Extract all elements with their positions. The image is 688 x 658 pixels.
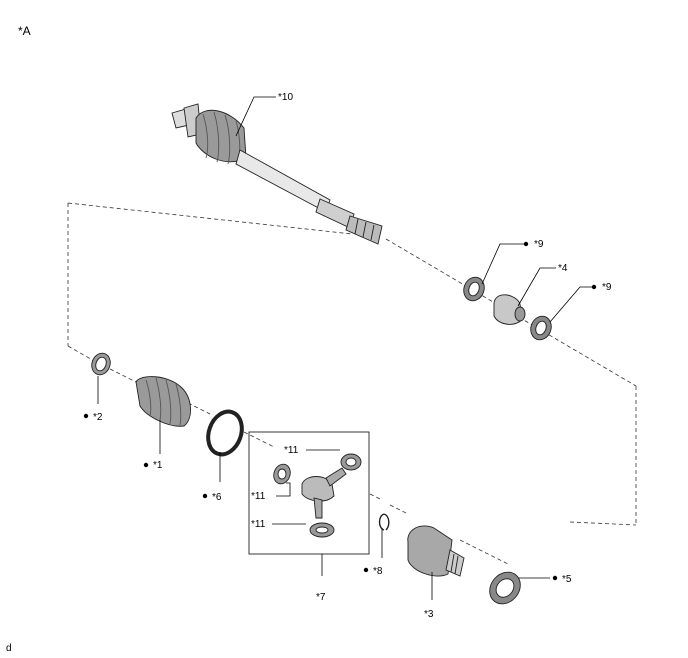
callouts: *10 *9 *4 *9 *2 *1 *6 *11 *11 *11 *7 *8 … [83,92,612,620]
view-label: *A [18,24,31,38]
assembly-outline [67,202,637,566]
callout-9-lower: *9 [602,282,612,293]
inboard-joint-tulip [407,525,465,577]
oil-seal [489,571,521,605]
damper-clamp-1 [463,276,485,302]
bullet-marker [523,241,529,247]
tripod-joint [273,453,362,538]
callout-3: *3 [424,609,434,620]
callout-11-top: *11 [284,445,299,456]
boot-clamp-small [91,352,111,376]
inboard-boot [135,376,191,427]
bullet-marker [202,493,208,499]
callout-6: *6 [212,492,222,503]
damper-clamp-2 [530,315,552,341]
outboard-shaft-assembly [171,103,383,245]
snap-ring [378,513,390,531]
callout-7: *7 [316,592,326,603]
tripod-joint-group-box [248,431,370,555]
leader-lines [97,96,595,600]
callout-11-bottom: *11 [251,519,266,530]
callout-1: *1 [153,460,163,471]
bullet-marker [143,462,149,468]
callout-9-upper: *9 [534,239,544,250]
bullet-marker [552,575,558,581]
callout-10: *10 [278,92,293,103]
dynamic-damper [493,294,526,325]
callout-2: *2 [93,412,103,423]
callout-8: *8 [373,566,383,577]
figure-id: d [6,643,12,654]
bullet-marker [591,284,597,290]
callout-5: *5 [562,574,572,585]
callout-4: *4 [558,263,568,274]
callout-11-left: *11 [251,491,266,502]
boot-clamp-large [206,409,244,457]
bullet-marker [363,567,369,573]
bullet-marker [83,413,89,419]
